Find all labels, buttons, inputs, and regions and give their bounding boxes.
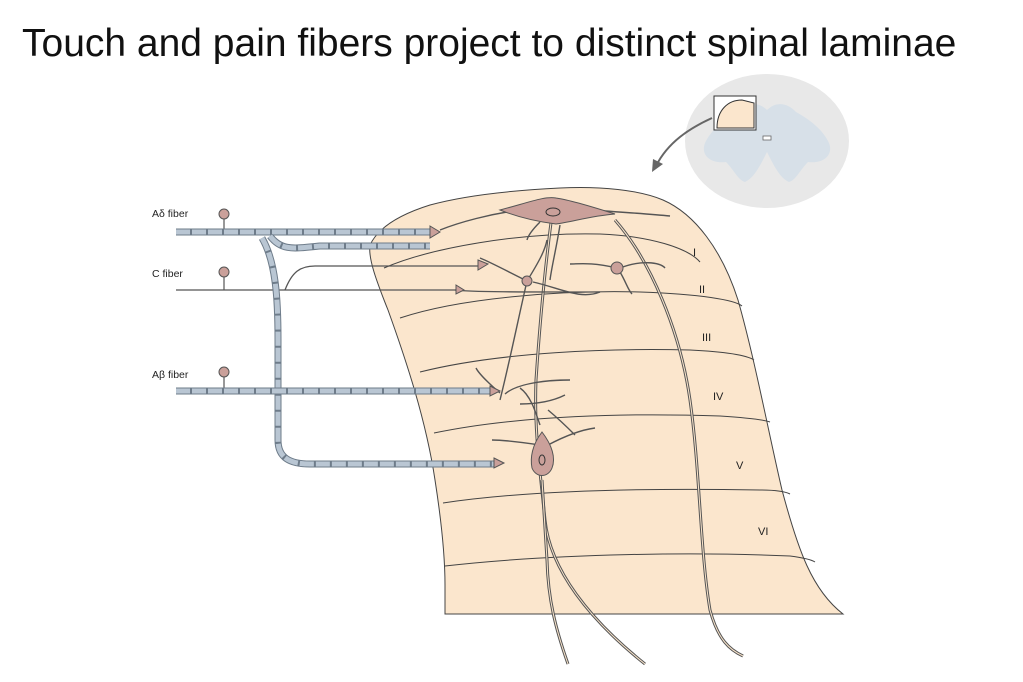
a-delta-terminal-lamina-i — [429, 225, 441, 239]
a-delta-descending-collateral — [259, 236, 494, 467]
lamina-i-projection-neuron — [498, 197, 616, 225]
inset-dorsal-horn — [716, 99, 755, 129]
c-fiber-drg-soma — [218, 266, 230, 278]
lamina-label-iv: IV — [713, 391, 724, 403]
fiber-label-a-beta: Aβ fiber — [152, 369, 189, 381]
lamina-label-i: I — [693, 247, 696, 259]
lamina-label-ii: II — [699, 284, 705, 296]
a-beta-terminal-lamina-iv — [489, 385, 502, 397]
lamina-boundary-5 — [442, 488, 791, 504]
lamina-v-wide-dynamic-range-neuron — [530, 431, 555, 476]
fiber-label-c: C fiber — [152, 268, 183, 280]
dendritic-branches — [439, 209, 671, 446]
lamina-i-neuron-nucleus — [545, 207, 561, 217]
c-fiber-terminal-lamina-ii-deep — [455, 284, 466, 295]
lamina-boundary-2 — [399, 291, 743, 319]
a-delta-terminal-lamina-v — [493, 457, 506, 469]
lamina-labels: I II III IV V VI — [693, 247, 768, 538]
a-delta-collateral-lamina-i — [268, 234, 430, 251]
central-canal — [762, 135, 772, 141]
lamina-label-v: V — [736, 460, 744, 472]
a-beta-drg-soma — [218, 366, 230, 378]
lamina-ii-neuron-right — [610, 261, 624, 275]
inset-arrowhead — [652, 159, 663, 172]
dorsal-horn — [369, 187, 845, 615]
lamina-ii-interneuron — [521, 275, 533, 287]
drg-cell-bodies — [218, 208, 230, 390]
lamina-boundary-3 — [419, 349, 755, 373]
lamina-label-vi: VI — [758, 526, 768, 538]
lamina-i-contralateral-axon-core — [614, 219, 744, 657]
lamina-boundary-1 — [383, 233, 701, 269]
fiber-terminals — [429, 225, 506, 469]
neuron-cell-bodies — [498, 197, 624, 476]
spinal-cord-cross-section-inset — [652, 74, 849, 208]
c-fiber-terminal-lamina-ii — [477, 259, 490, 271]
inset-arrow — [655, 117, 713, 167]
myelinated-fibers — [176, 228, 494, 468]
dorsal-horn-tissue — [369, 187, 845, 615]
lamina-v-neuron-nucleus — [538, 454, 546, 466]
lamina-v-neuron-axon-core — [541, 479, 569, 665]
a-delta-drg-soma — [218, 208, 230, 220]
lamina-label-iii: III — [702, 332, 711, 344]
slide-title: Touch and pain fibers project to distinc… — [22, 22, 957, 65]
fiber-label-a-delta: Aδ fiber — [152, 208, 189, 220]
lamina-boundary-4 — [433, 414, 771, 434]
lamina-boundary-6 — [444, 553, 816, 567]
